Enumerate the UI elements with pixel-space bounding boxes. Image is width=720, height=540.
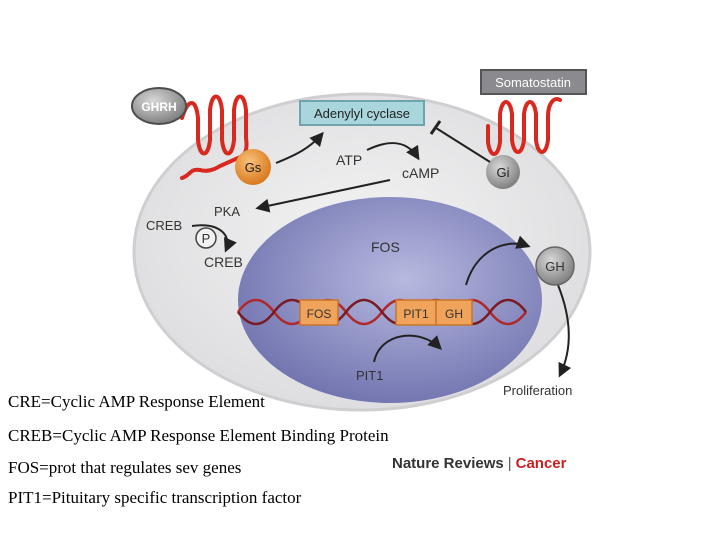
pka-label: PKA <box>214 204 240 219</box>
pit1-protein-label: PIT1 <box>356 368 383 383</box>
nucleus <box>238 197 542 403</box>
inhibit-gi-to-cyclase <box>435 127 491 163</box>
camp-label: cAMP <box>402 165 439 181</box>
phosphate-label: P <box>202 231 211 246</box>
creb-mid-label: CREB <box>204 254 243 270</box>
somatostatin-receptor <box>486 97 562 156</box>
gh-gene-box <box>435 299 473 326</box>
fos-gene-label: FOS <box>307 307 332 321</box>
atp-label: ATP <box>336 152 362 168</box>
phosphate-circle <box>195 227 217 249</box>
credit-publisher: Nature Reviews <box>392 455 504 472</box>
ghrh-ligand <box>131 87 187 125</box>
arrow-creb-phosphorylation <box>191 224 237 253</box>
credit-separator: | <box>507 455 512 472</box>
inhibit-bar <box>429 120 442 135</box>
definition-cre: CRE=Cyclic AMP Response Element <box>8 392 265 411</box>
adenylyl-cyclase-box <box>299 100 425 126</box>
definition-fos: FOS=prot that regulates sev genes <box>8 458 242 477</box>
pit1-gene-label: PIT1 <box>403 307 429 321</box>
arrow-pit1-loop <box>373 334 442 363</box>
arrow-camp-to-pka <box>255 179 391 213</box>
somatostatin-label: Somatostatin <box>495 75 571 90</box>
arrow-gs-to-cyclase <box>275 131 324 164</box>
pit1-gene-box <box>395 299 437 326</box>
gh-hormone <box>535 246 575 286</box>
creb-top-label: CREB <box>146 218 182 233</box>
adenylyl-cyclase-label: Adenylyl cyclase <box>314 106 410 121</box>
credit-journal: Cancer <box>515 455 567 472</box>
gs-label: Gs <box>245 160 262 175</box>
proliferation-label: Proliferation <box>503 383 572 398</box>
dna-helix <box>237 298 527 326</box>
gi-label: Gi <box>497 165 510 180</box>
gi-protein <box>486 155 520 189</box>
arrow-fos-to-gh <box>465 235 531 286</box>
fos-protein-label: FOS <box>371 239 400 255</box>
definition-creb: CREB=Cyclic AMP Response Element Binding… <box>8 426 389 445</box>
arrow-atp-to-camp <box>366 142 420 161</box>
gs-protein <box>235 149 271 185</box>
gh-gene-label: GH <box>445 307 463 321</box>
fos-gene-box <box>299 299 339 326</box>
arrow-gh-to-proliferation <box>557 284 572 378</box>
ghrh-label: GHRH <box>141 100 176 114</box>
gh-hormone-label: GH <box>545 259 565 274</box>
definition-pit1: PIT1=Pituitary specific transcription fa… <box>8 488 302 507</box>
somatostatin-box <box>480 69 587 95</box>
journal-credit: Nature Reviews|Cancer <box>392 455 566 472</box>
